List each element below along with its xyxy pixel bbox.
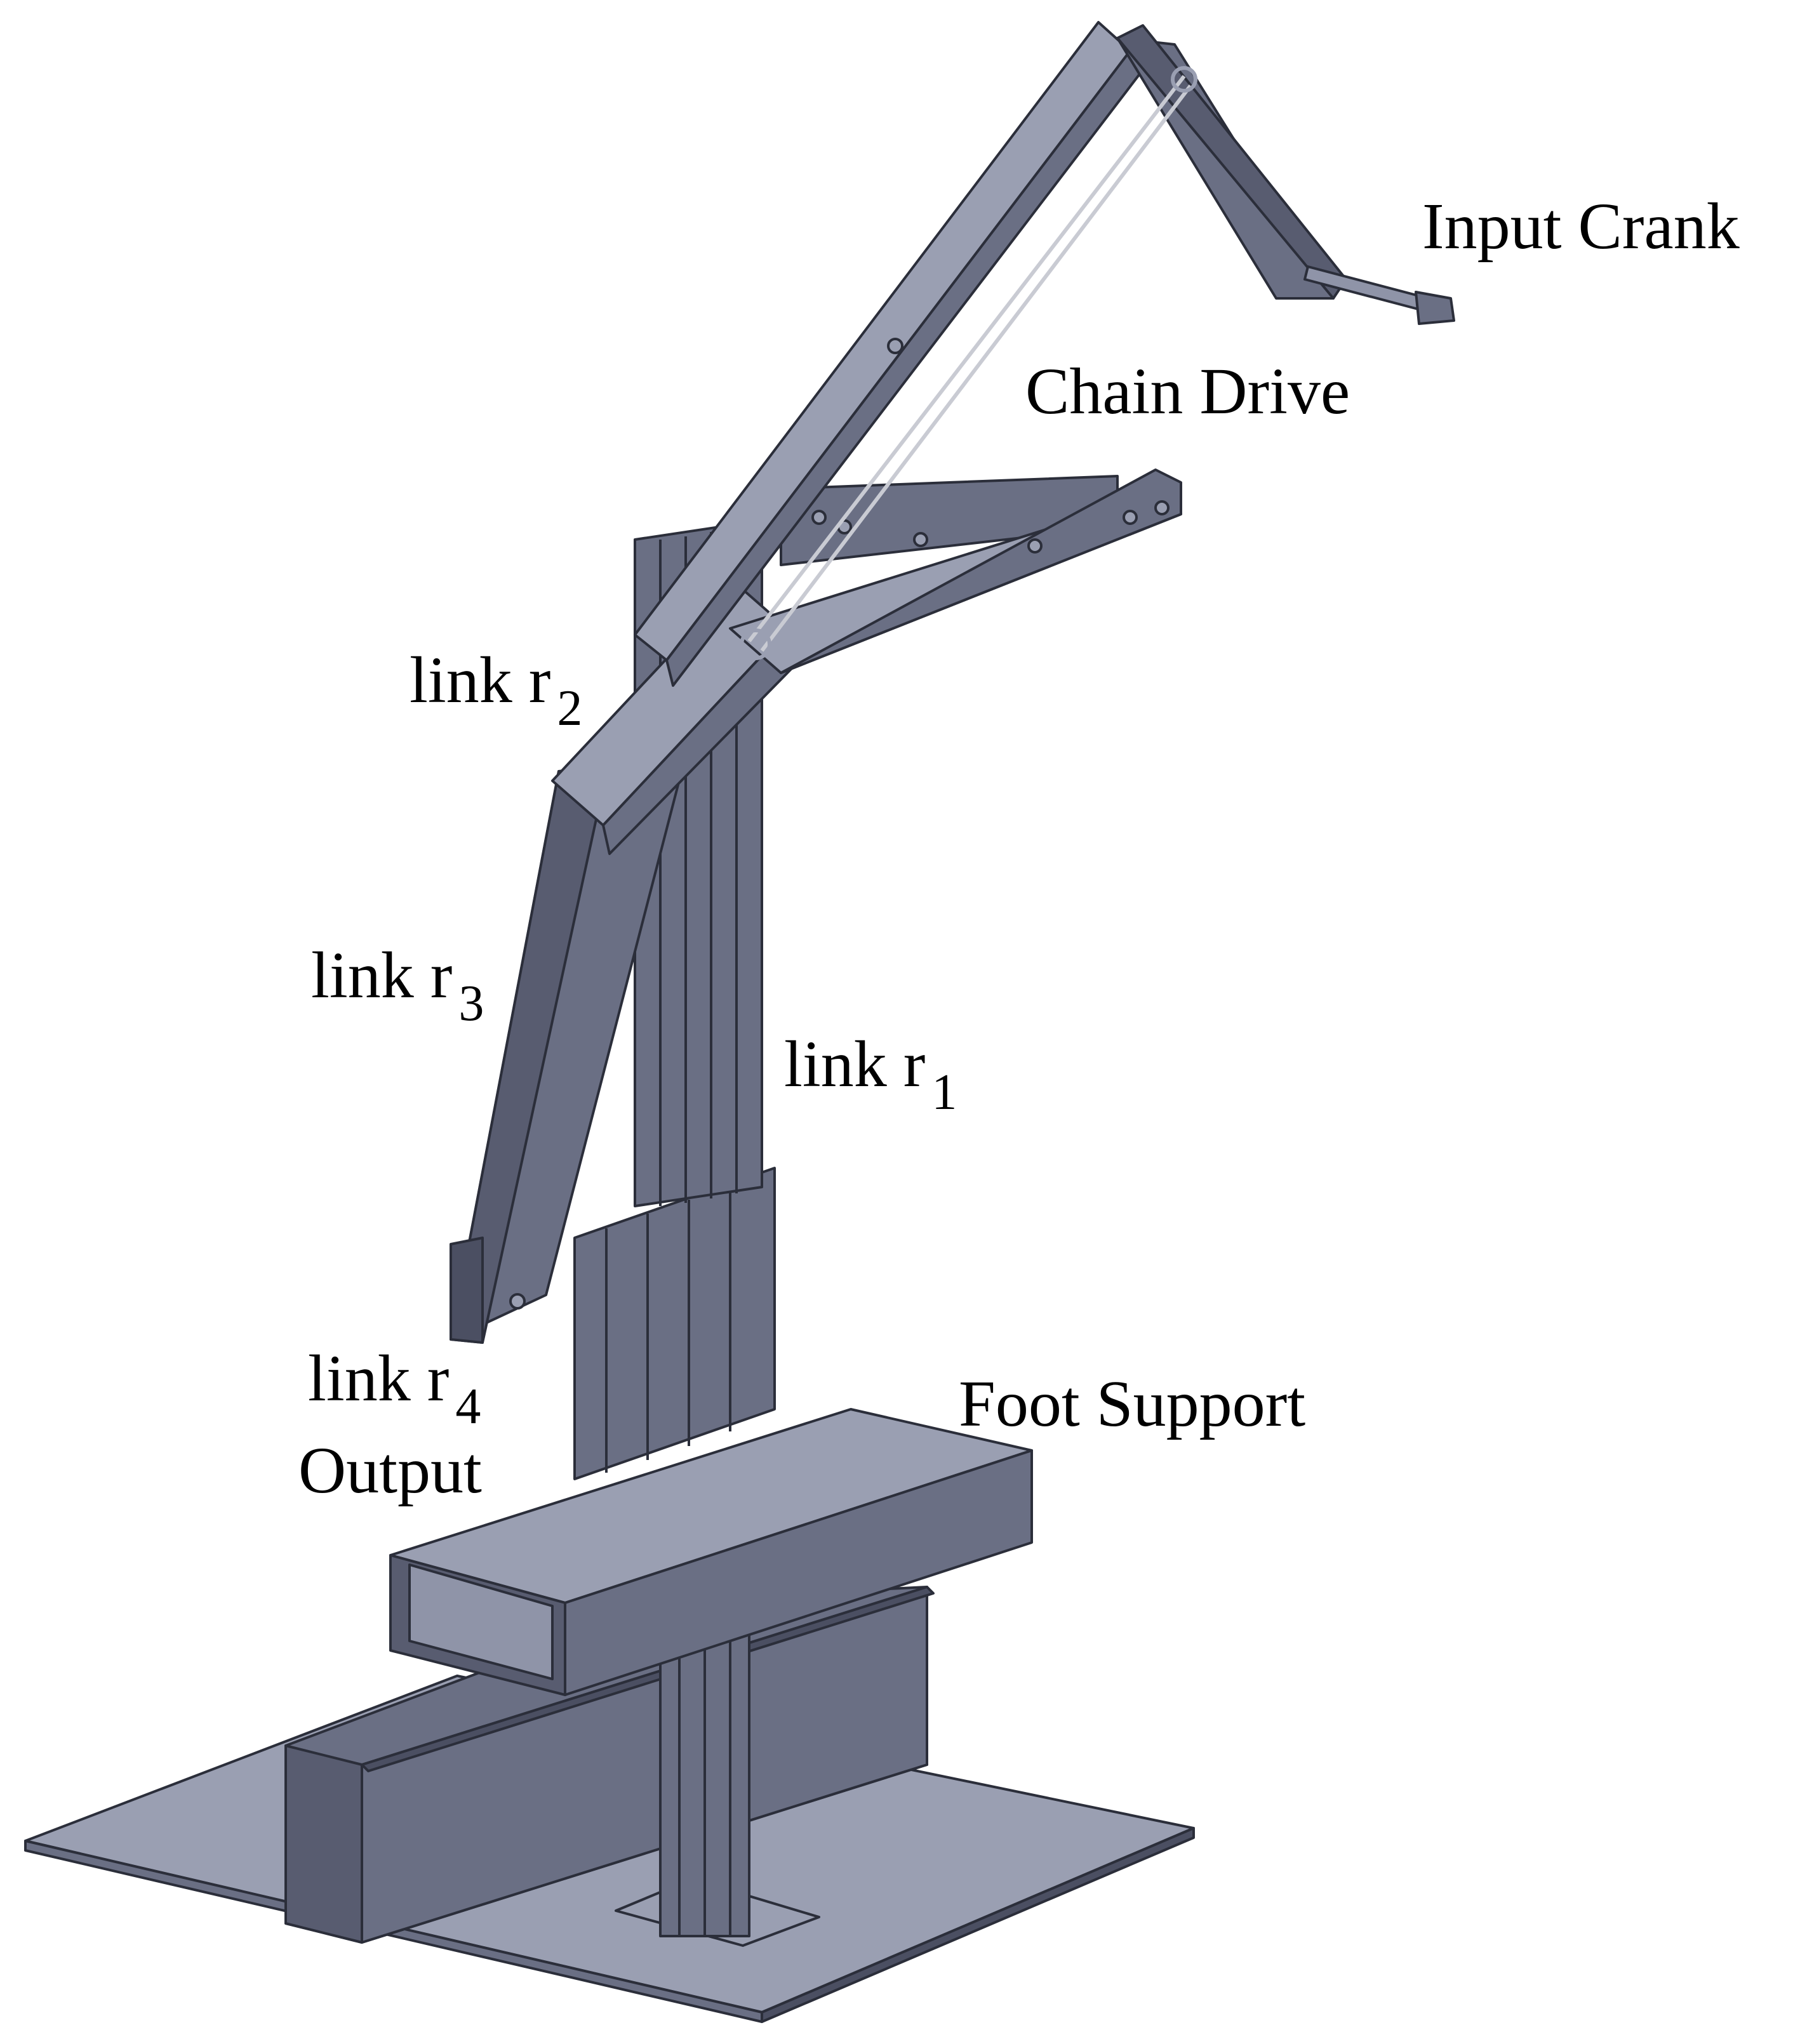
label-chain-drive: Chain Drive [1025, 355, 1350, 428]
link-r3 [450, 754, 687, 1344]
upper-bracket [729, 468, 1182, 674]
base-channel [284, 1586, 935, 1944]
label-foot-support: Foot Support [959, 1367, 1306, 1440]
lower-column [659, 1611, 750, 1937]
label-input-crank: Input Crank [1422, 190, 1740, 263]
foot-support-tube [389, 1408, 1033, 1696]
label-output: Output [298, 1434, 482, 1507]
crank-arm [1116, 24, 1347, 300]
crank-handle [1303, 265, 1455, 325]
chain-drive [740, 66, 1197, 660]
